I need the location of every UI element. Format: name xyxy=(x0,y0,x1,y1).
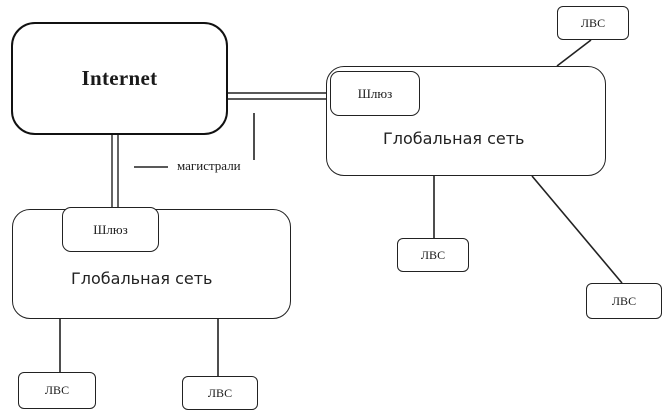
lan-node: ЛВС xyxy=(586,283,662,319)
lan-label: ЛВС xyxy=(207,385,233,400)
lan-node: ЛВС xyxy=(397,238,469,272)
lan-label: ЛВС xyxy=(420,247,446,262)
lan-label: ЛВС xyxy=(611,293,637,308)
lan-label: ЛВС xyxy=(44,383,70,397)
global-network-label: Глобальная сеть xyxy=(71,269,213,288)
gateway-right: Шлюз xyxy=(330,71,420,116)
link-line xyxy=(531,175,623,284)
gateway-label: Шлюз xyxy=(357,85,393,101)
lan-label: ЛВС xyxy=(580,15,606,30)
lan-node: ЛВС xyxy=(18,372,96,409)
internet-node: Internet xyxy=(11,22,228,135)
backbone-annotation: магистрали xyxy=(177,158,241,173)
lan-node: ЛВС xyxy=(557,6,629,40)
internet-label: Internet xyxy=(81,66,158,90)
link-line xyxy=(556,39,592,67)
global-network-label: Глобальная сеть xyxy=(383,129,525,148)
gateway-label: Шлюз xyxy=(93,221,128,237)
gateway-left: Шлюз xyxy=(62,207,159,252)
lan-node: ЛВС xyxy=(182,376,258,410)
